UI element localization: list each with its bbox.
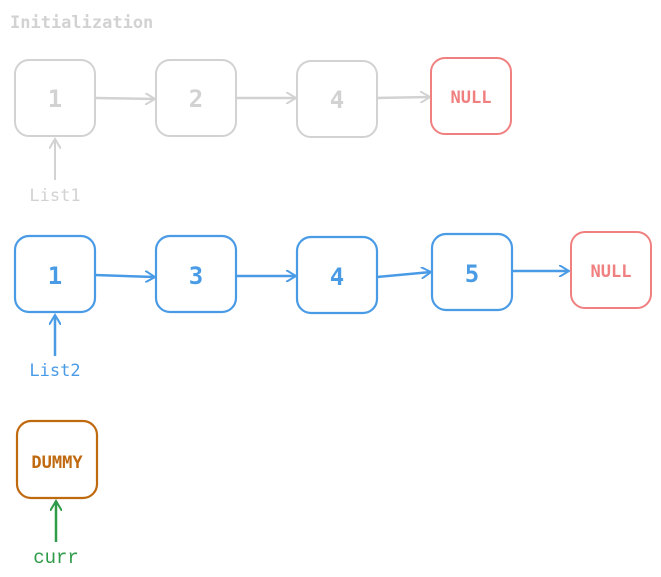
curr-pointer-label: curr bbox=[33, 547, 79, 569]
list2-pointer-label: List2 bbox=[29, 361, 80, 381]
list1-link-arrow bbox=[94, 98, 155, 99]
list1-group: 1 2 4 NULL List1 bbox=[14, 57, 512, 206]
list2-node-3: 5 bbox=[430, 232, 514, 312]
list1-node-1-value: 2 bbox=[189, 85, 203, 113]
list2-link-arrow bbox=[376, 272, 431, 277]
list1-null-label: NULL bbox=[451, 88, 492, 108]
list1-null-node: NULL bbox=[430, 57, 512, 135]
list1-node-2: 4 bbox=[296, 60, 378, 138]
list2-node-0-value: 1 bbox=[48, 262, 62, 290]
list2-node-2-value: 4 bbox=[330, 263, 344, 291]
list2-null-node: NULL bbox=[570, 231, 652, 309]
list1-link-arrow bbox=[376, 97, 430, 98]
diagram-title: Initialization bbox=[10, 13, 153, 33]
dummy-node-label: DUMMY bbox=[31, 453, 83, 473]
list2-link-arrow bbox=[94, 275, 155, 277]
list2-node-3-value: 5 bbox=[465, 260, 479, 288]
list2-null-label: NULL bbox=[591, 262, 632, 282]
dummy-group: DUMMY curr bbox=[15, 419, 99, 569]
list2-node-1-value: 3 bbox=[189, 262, 203, 290]
list2-node-1: 3 bbox=[154, 234, 238, 314]
dummy-node: DUMMY bbox=[15, 419, 99, 500]
list1-node-0-value: 1 bbox=[48, 85, 62, 113]
list1-node-1: 2 bbox=[155, 59, 237, 137]
list2-group: 1 3 4 5 NULL List2 bbox=[13, 231, 652, 381]
list1-node-2-value: 4 bbox=[330, 86, 344, 114]
list1-node-0: 1 bbox=[14, 59, 96, 137]
list2-node-2: 4 bbox=[295, 235, 379, 315]
list2-node-0: 1 bbox=[13, 234, 97, 314]
list1-pointer-label: List1 bbox=[29, 186, 80, 206]
